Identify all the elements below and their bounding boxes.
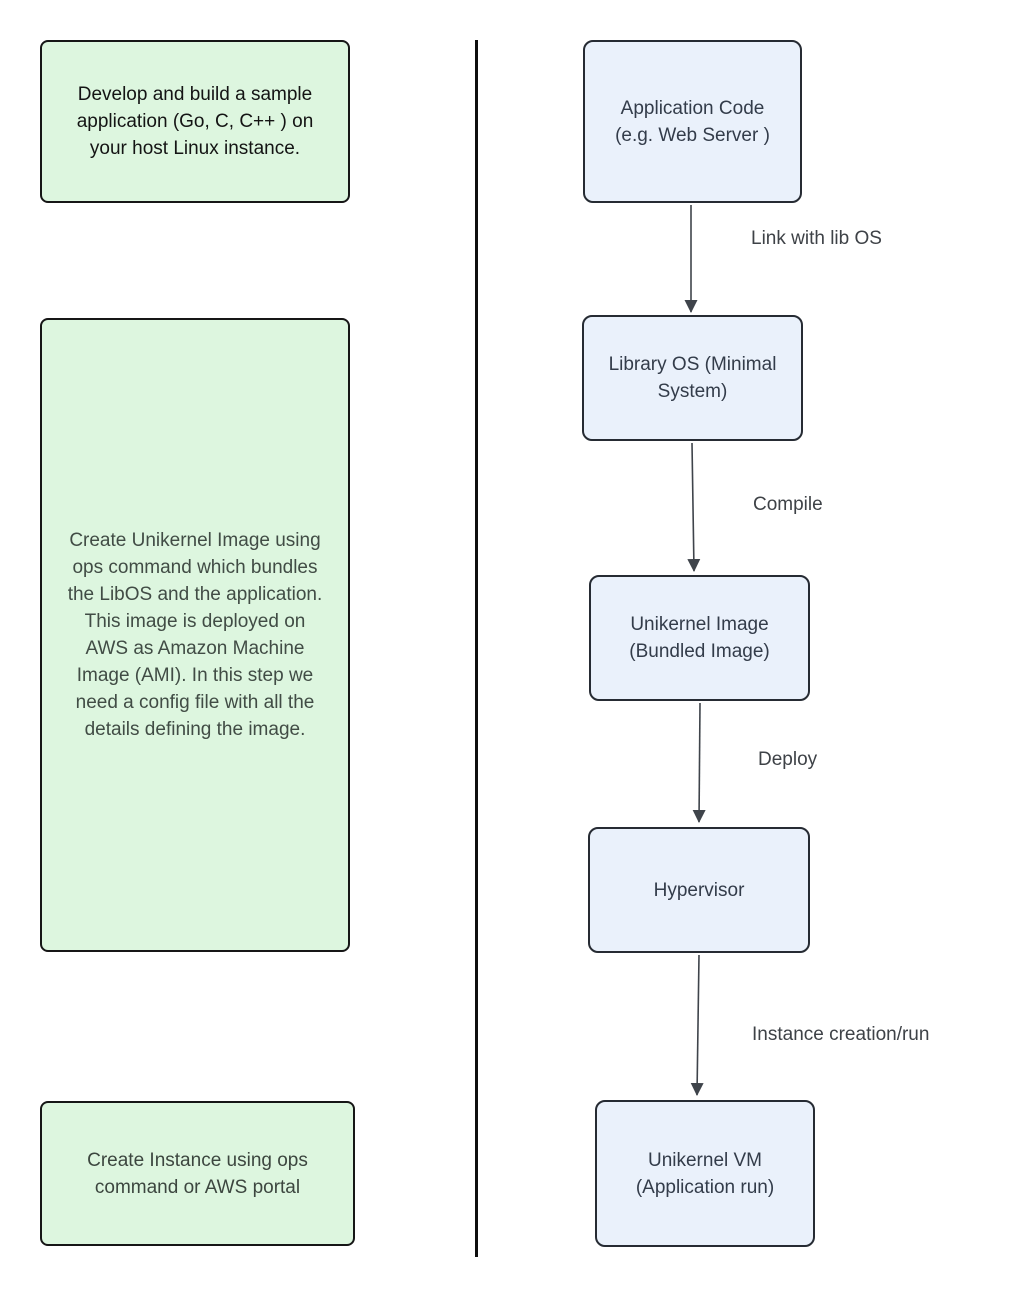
note-create-unikernel-image-text: Create Unikernel Image using ops command… [67, 530, 323, 740]
edge-label-compile: Compile [753, 494, 823, 516]
note-develop-application-text: Develop and build a sample application (… [76, 84, 314, 159]
edge-label-link-with-lib-os: Link with lib OS [751, 228, 882, 250]
edge-label-deploy: Deploy [758, 749, 818, 771]
note-develop-application: Develop and build a sample application (… [40, 40, 350, 203]
node-library-os: Library OS (Minimal System) [582, 315, 803, 441]
node-library-os-label: Library OS (Minimal System) [608, 354, 777, 402]
note-create-instance: Create Instance using ops command or AWS… [40, 1101, 355, 1246]
node-unikernel-vm: Unikernel VM (Application run) [595, 1100, 815, 1247]
node-application-code: Application Code (e.g. Web Server ) [583, 40, 802, 203]
node-unikernel-image-label: Unikernel Image (Bundled Image) [629, 614, 770, 662]
note-create-instance-text: Create Instance using ops command or AWS… [87, 1149, 308, 1198]
note-create-unikernel-image: Create Unikernel Image using ops command… [40, 318, 350, 952]
node-application-code-label: Application Code (e.g. Web Server ) [615, 97, 770, 146]
arrow-deploy [692, 702, 706, 823]
node-hypervisor: Hypervisor [588, 827, 810, 953]
node-unikernel-image: Unikernel Image (Bundled Image) [589, 575, 810, 701]
node-hypervisor-label: Hypervisor [653, 879, 745, 901]
node-unikernel-vm-label: Unikernel VM (Application run) [635, 1149, 775, 1198]
arrow-compile [687, 442, 701, 572]
arrow-instance-creation-run [690, 954, 704, 1096]
edge-label-instance-creation-run: Instance creation/run [752, 1024, 930, 1046]
divider-line [475, 40, 478, 1257]
